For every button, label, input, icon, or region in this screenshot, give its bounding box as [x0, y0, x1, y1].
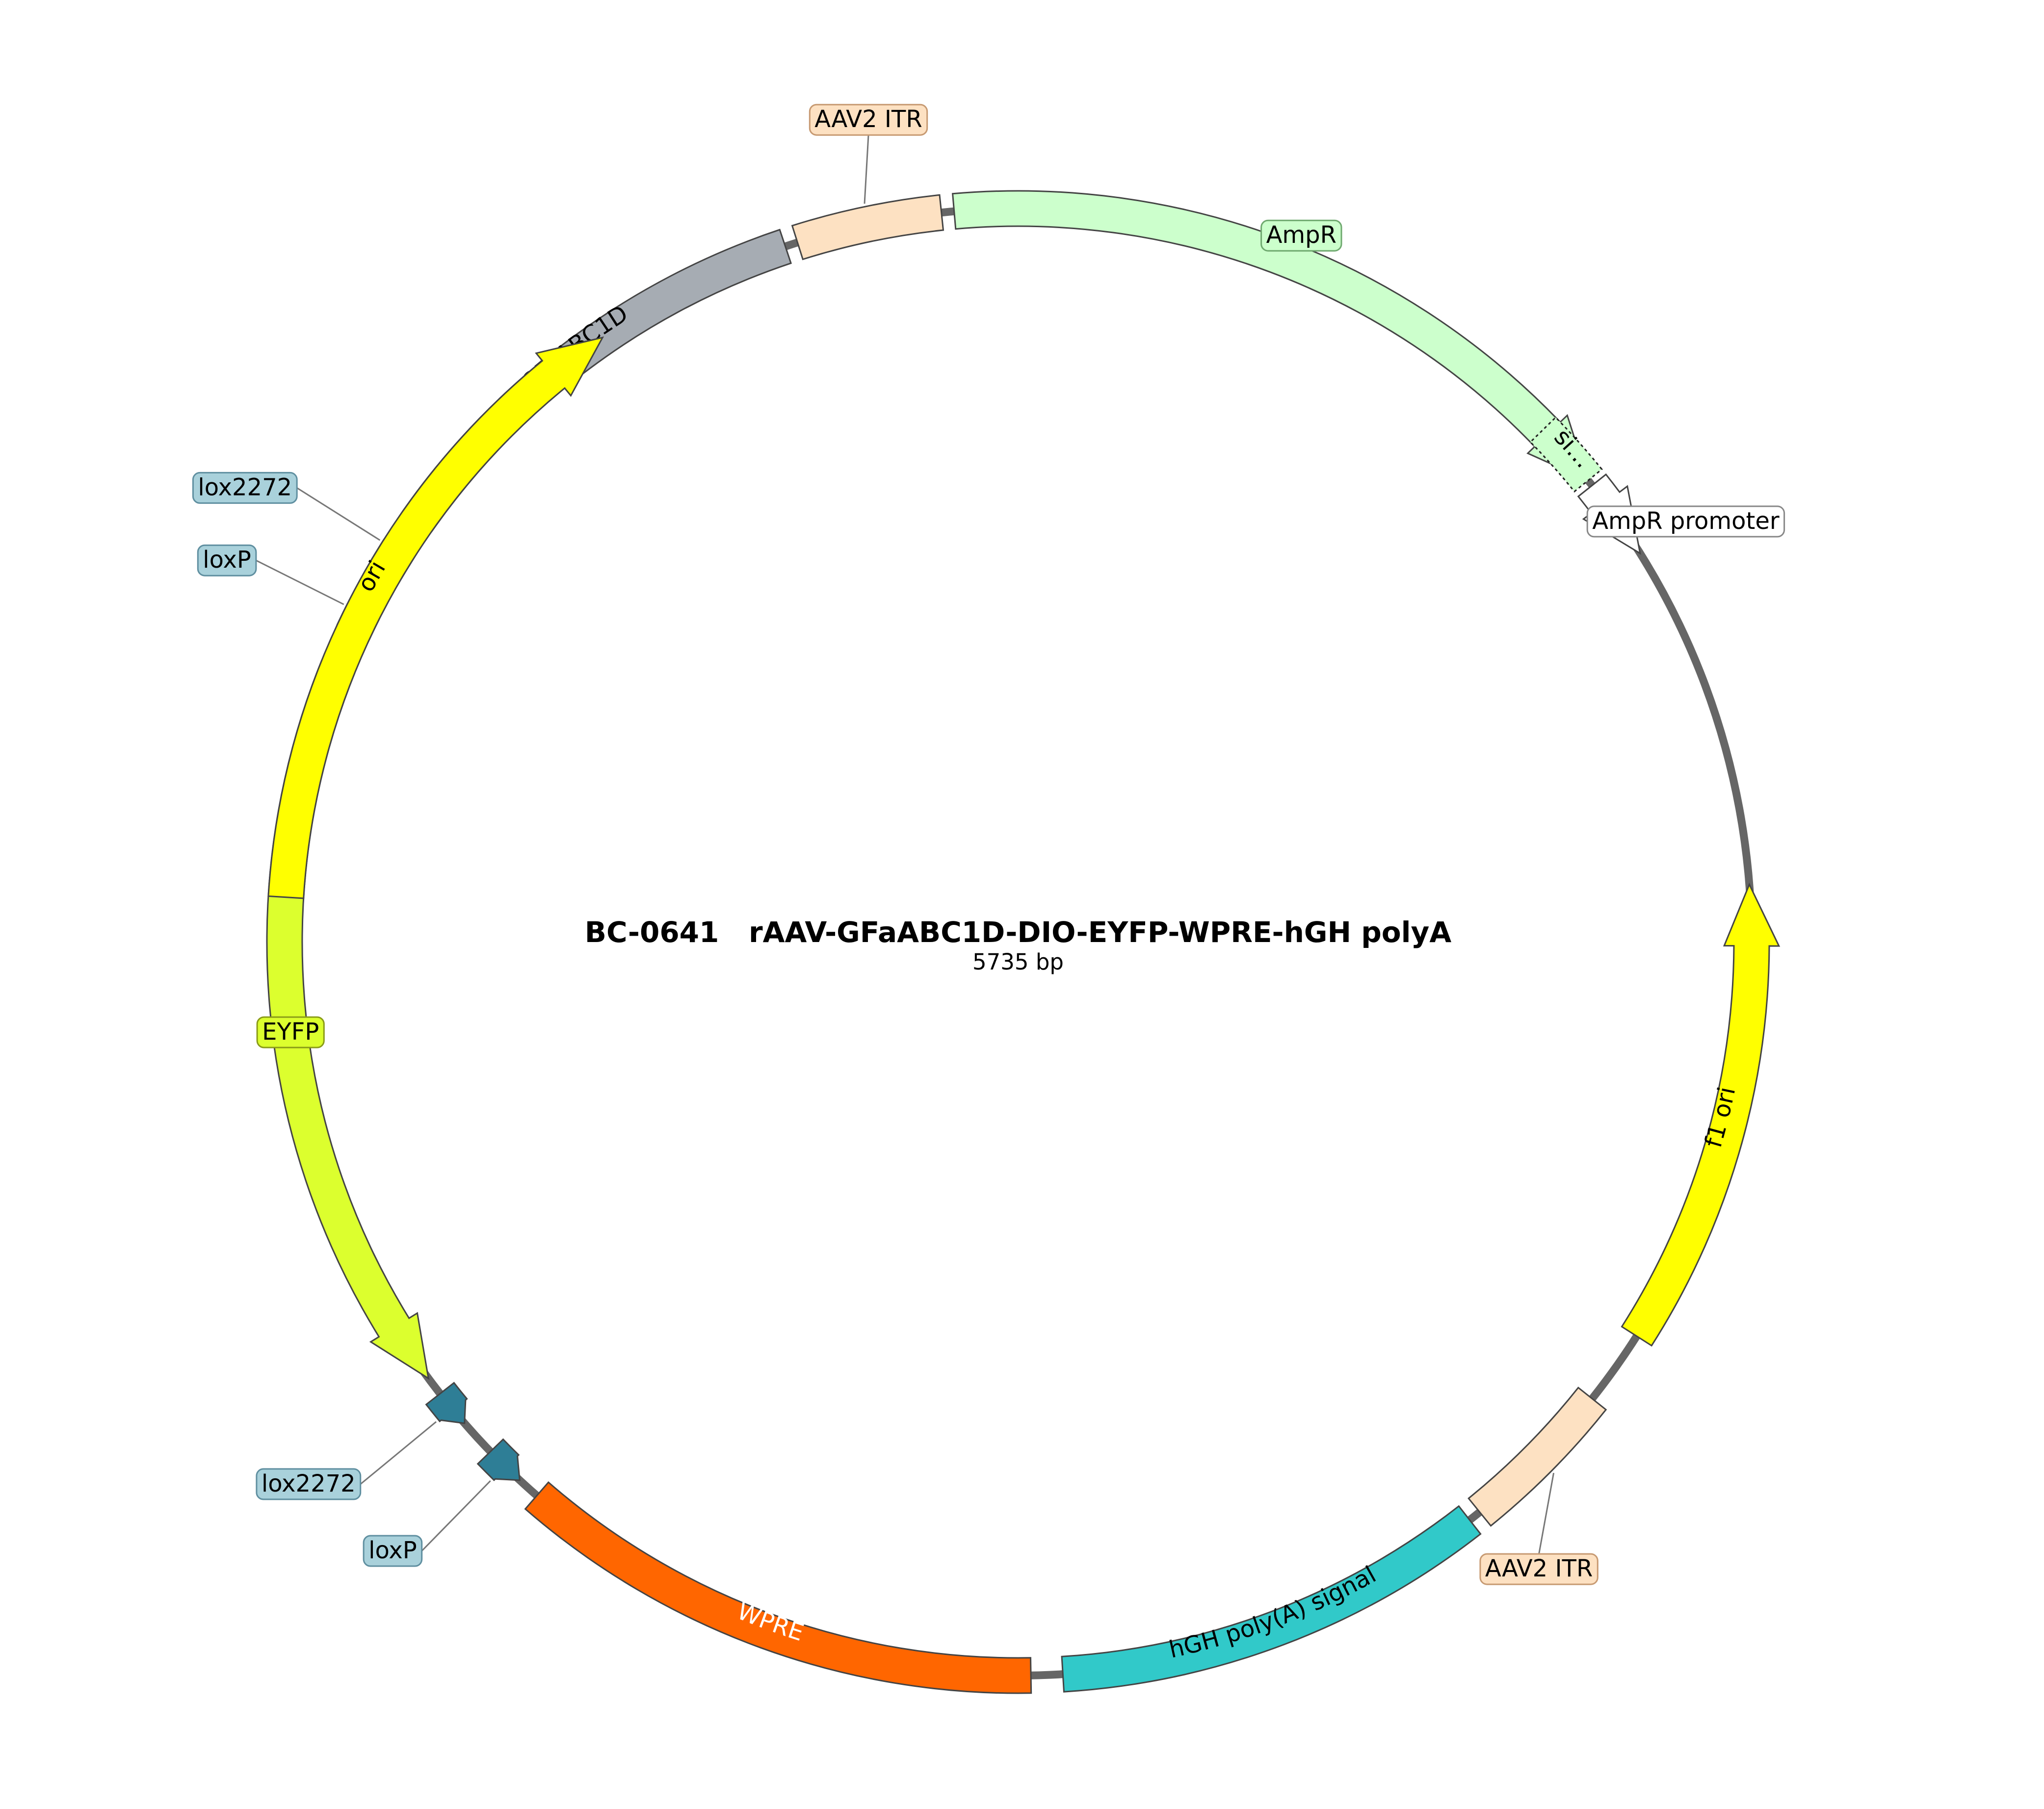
lox2272-top-callout: lox2272 [192, 472, 381, 541]
lox2272-bottom-feature [425, 1382, 468, 1424]
hgh-polya-shape [1061, 1505, 1482, 1693]
aav2-itr-bottom-shape [1467, 1387, 1607, 1527]
loxp-top-leader-line [256, 559, 344, 605]
plasmid-length: 5735 bp [972, 949, 1064, 975]
aav2-itr-bottom-callout: AAV2 ITR [1479, 1472, 1599, 1585]
aav2-itr-top-feature [791, 194, 944, 261]
signal-seq-shape [1529, 416, 1603, 493]
lox2272-bottom-callout-box [256, 1468, 362, 1500]
plasmid-title: BC-0641 rAAV-GFaABC1D-DIO-EYFP-WPRE-hGH … [585, 916, 1452, 949]
aav2-itr-bottom-leader-line [1538, 1472, 1555, 1554]
f1-ori-shape [1621, 883, 1781, 1347]
eyfp-callout: EYFP [256, 1016, 325, 1049]
f1-ori-feature: f1 ori [1621, 883, 1781, 1347]
loxp-bottom-callout-box [363, 1535, 423, 1567]
aav2-itr-bottom-callout-box [1479, 1553, 1599, 1585]
ampr-promoter-callout-box [1586, 505, 1785, 538]
ampr-callout-box [1260, 219, 1342, 252]
loxp-top-callout-box [197, 544, 257, 577]
loxp-bottom-leader-line [421, 1480, 491, 1552]
loxp-bottom-callout: loxP [363, 1480, 491, 1567]
hgh-polya-feature: hGH poly(A) signal [1061, 1505, 1482, 1693]
aav2-itr-bottom-callout-label: AAV2 ITR [1485, 1555, 1593, 1582]
loxp-bottom-shape [476, 1438, 521, 1481]
loxp-bottom-callout-label: loxP [368, 1537, 417, 1564]
aav2-itr-bottom-feature [1467, 1387, 1607, 1527]
lox2272-top-callout-box [192, 472, 298, 504]
ampr-callout-label: AmpR [1266, 221, 1336, 249]
lox2272-top-callout-label: lox2272 [198, 473, 292, 501]
loxp-top-callout: loxP [197, 544, 344, 605]
aav2-itr-top-callout-label: AAV2 ITR [814, 105, 922, 133]
eyfp-callout-label: EYFP [262, 1018, 319, 1046]
lox2272-top-leader-line [296, 487, 381, 541]
aav2-itr-top-callout-box [809, 104, 928, 136]
aav2-itr-top-shape [791, 194, 944, 261]
ampr-promoter-callout: AmpR promoter [1586, 505, 1785, 538]
callout-layer: AAV2 ITR lox2272 loxP EYFP lox2272 loxP AAV2 I… [192, 104, 1785, 1585]
loxp-top-callout-label: loxP [203, 546, 251, 574]
ampr-promoter-callout-label: AmpR promoter [1592, 507, 1780, 535]
loxp-bottom-feature [476, 1438, 521, 1481]
lox2272-bottom-shape [425, 1382, 468, 1424]
aav2-itr-top-callout: AAV2 ITR [809, 104, 928, 204]
wpre-feature: WPRE [524, 1481, 1032, 1694]
aav2-itr-top-leader-line [864, 135, 869, 204]
lox2272-bottom-callout: lox2272 [256, 1421, 437, 1500]
center-labels: BC-0641 rAAV-GFaABC1D-DIO-EYFP-WPRE-hGH … [585, 916, 1452, 975]
ori-feature: ori [267, 336, 604, 899]
ori-shape [267, 336, 604, 899]
lox2272-bottom-leader-line [360, 1421, 437, 1485]
wpre-shape [524, 1481, 1032, 1694]
eyfp-callout-box [256, 1016, 325, 1049]
lox2272-bottom-callout-label: lox2272 [262, 1470, 356, 1497]
ampr-callout: AmpR [1260, 219, 1342, 252]
